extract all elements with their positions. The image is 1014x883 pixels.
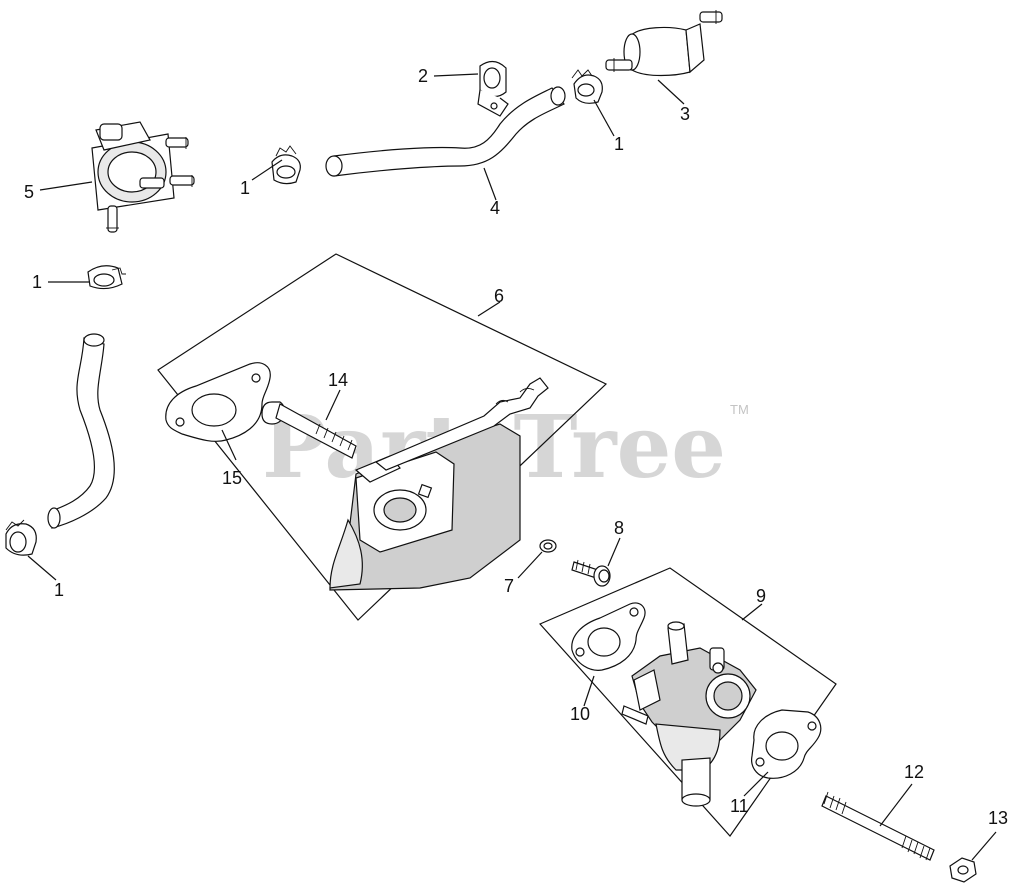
line-clip-icon[interactable] [477,60,509,117]
intake-manifold-kit-icon[interactable] [157,253,608,621]
callout-1: 1 [240,178,250,198]
callout-7: 7 [504,576,514,596]
callout-labels: 5 1 1 1 2 3 1 4 6 14 15 7 8 9 10 11 12 1… [24,66,1008,828]
fuel-pump-icon[interactable] [91,121,195,233]
callout-14: 14 [328,370,348,390]
callout-13: 13 [988,808,1008,828]
fuel-line-icon[interactable] [47,333,115,529]
callout-9: 9 [756,586,766,606]
hose-clamp-icon[interactable] [271,145,301,185]
hose-clamp-icon[interactable] [571,69,603,104]
callout-5: 5 [24,182,34,202]
hose-clamp-icon[interactable] [87,265,126,290]
nut-icon[interactable] [949,857,977,883]
callout-1: 1 [54,580,64,600]
watermark-trademark: TM [730,402,749,417]
stud-icon[interactable] [821,791,935,861]
hose-clamp-icon[interactable] [5,519,37,556]
callout-11: 11 [730,796,749,816]
callout-6: 6 [494,286,504,306]
flange-screw-icon[interactable] [571,559,611,587]
callout-8: 8 [614,518,624,538]
callout-1: 1 [32,272,42,292]
bolt-icon[interactable] [261,401,357,459]
fuel-filter-icon[interactable] [605,10,723,77]
washer-icon[interactable] [539,539,557,553]
carburetor-kit-icon[interactable] [538,567,837,837]
fuel-line-icon[interactable] [325,86,566,177]
callout-10: 10 [570,704,590,724]
callout-12: 12 [904,762,924,782]
callout-15: 15 [222,468,242,488]
callout-1: 1 [614,134,624,154]
callout-2: 2 [418,66,428,86]
leader-lines [27,73,997,861]
callout-4: 4 [490,198,500,218]
callout-3: 3 [680,104,690,124]
